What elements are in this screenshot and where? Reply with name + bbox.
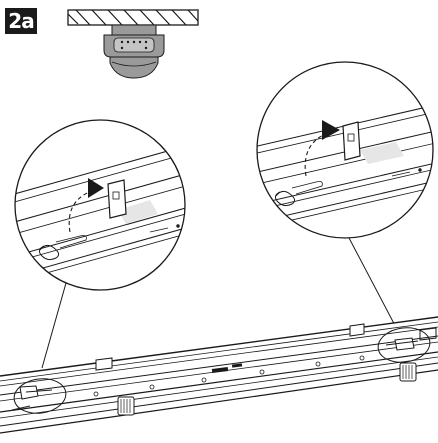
detail-circle-left xyxy=(14,119,186,291)
fixture-callout-markers xyxy=(13,327,431,414)
callout-leader-lines xyxy=(41,235,401,369)
light-fixture-body xyxy=(0,316,438,439)
motion-sensor-icon xyxy=(103,24,165,79)
hatched-ceiling-icon xyxy=(67,9,199,26)
detail-circle-right xyxy=(256,61,434,239)
step-label: 2a xyxy=(5,8,37,34)
